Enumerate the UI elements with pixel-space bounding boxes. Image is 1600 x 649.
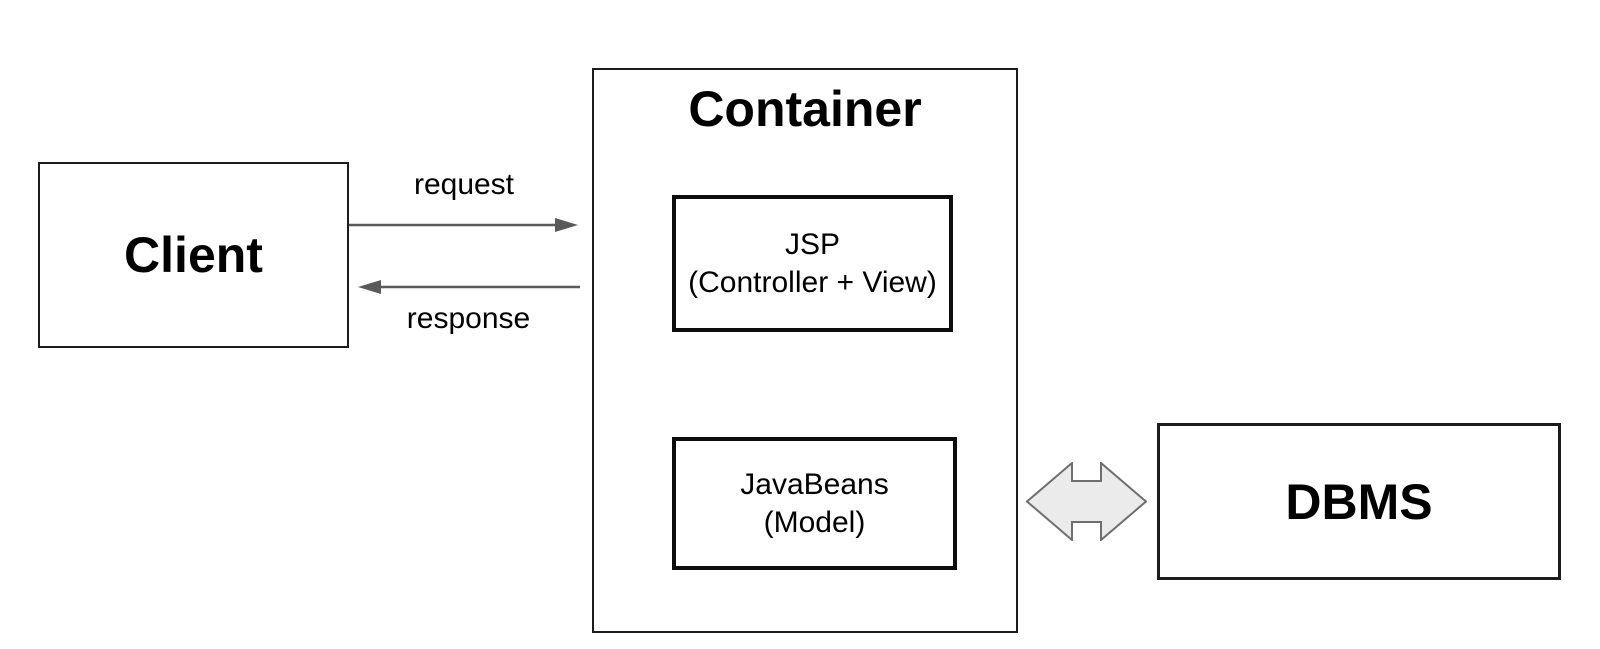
client-node: Client — [38, 162, 349, 348]
response-edge-label: response — [406, 302, 531, 335]
request-arrow-icon — [349, 218, 578, 232]
bidirectional-arrow-icon — [1026, 462, 1147, 541]
request-edge-label: request — [413, 168, 515, 201]
jsp-node: JSP (Controller + View) — [672, 195, 953, 332]
container-title: Container — [688, 81, 922, 137]
response-arrow-icon — [358, 280, 580, 294]
javabeans-label-line2: (Model) — [763, 505, 866, 539]
javabeans-label-line1: JavaBeans — [740, 467, 889, 501]
dbms-label: DBMS — [1285, 473, 1433, 530]
jsp-label-line2: (Controller + View) — [688, 265, 937, 299]
jsp-label-line1: JSP — [784, 227, 841, 261]
dbms-node: DBMS — [1157, 423, 1561, 580]
client-label: Client — [124, 227, 263, 283]
javabeans-node: JavaBeans (Model) — [672, 437, 957, 570]
container-node: Container JSP (Controller + View) JavaBe… — [592, 68, 1018, 633]
